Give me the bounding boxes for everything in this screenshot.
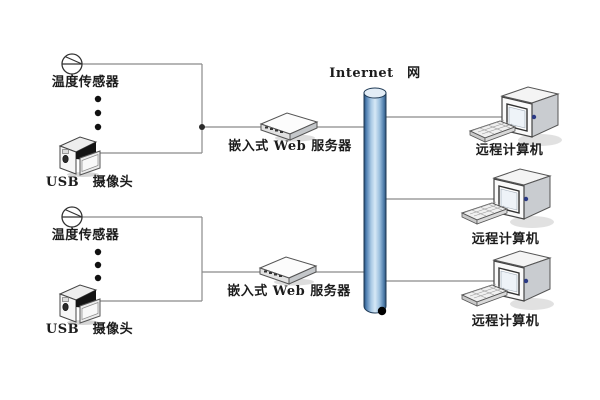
sensor1-label: 温度传感器 xyxy=(51,75,120,90)
remote-computer-icon xyxy=(468,86,562,146)
usb-camera-icon xyxy=(58,136,101,177)
computer2-label: 远程计算机 xyxy=(471,232,540,247)
server-ports xyxy=(265,126,283,133)
camera1-label: USB 摄像头 xyxy=(45,175,134,190)
computer3-label: 远程计算机 xyxy=(471,314,540,329)
internet-cylinder-icon xyxy=(363,87,387,316)
internet-label: Internet 网 xyxy=(329,66,421,81)
power-led xyxy=(523,196,529,202)
camera2-label: USB 摄像头 xyxy=(45,322,134,337)
sensor2-label: 温度传感器 xyxy=(51,228,120,243)
power-led xyxy=(523,278,529,284)
remote-computer-icon xyxy=(460,250,554,310)
temperature-sensor-icon xyxy=(61,206,83,228)
camera-lens xyxy=(62,154,69,164)
keyboard-keys xyxy=(465,283,505,299)
ellipsis-dots-group1 xyxy=(94,95,102,131)
computer1-label: 远程计算机 xyxy=(475,143,544,158)
usb-camera-icon xyxy=(58,284,101,325)
keyboard-keys xyxy=(473,119,513,135)
server-ports xyxy=(264,270,282,277)
camera-lens xyxy=(62,302,69,312)
ellipsis-dots-group2 xyxy=(94,248,102,282)
cylinder-endpoint-dot xyxy=(377,306,387,316)
server1-label: 嵌入式 Web 服务器 xyxy=(228,139,352,154)
server2-label: 嵌入式 Web 服务器 xyxy=(227,284,351,299)
temperature-sensor-icon xyxy=(61,53,83,75)
power-led xyxy=(531,114,537,120)
embedded-web-server-icon xyxy=(259,112,319,142)
remote-computer-icon xyxy=(460,168,554,228)
junction-dot xyxy=(199,124,205,130)
embedded-web-server-icon xyxy=(258,256,318,286)
keyboard-keys xyxy=(465,201,505,217)
